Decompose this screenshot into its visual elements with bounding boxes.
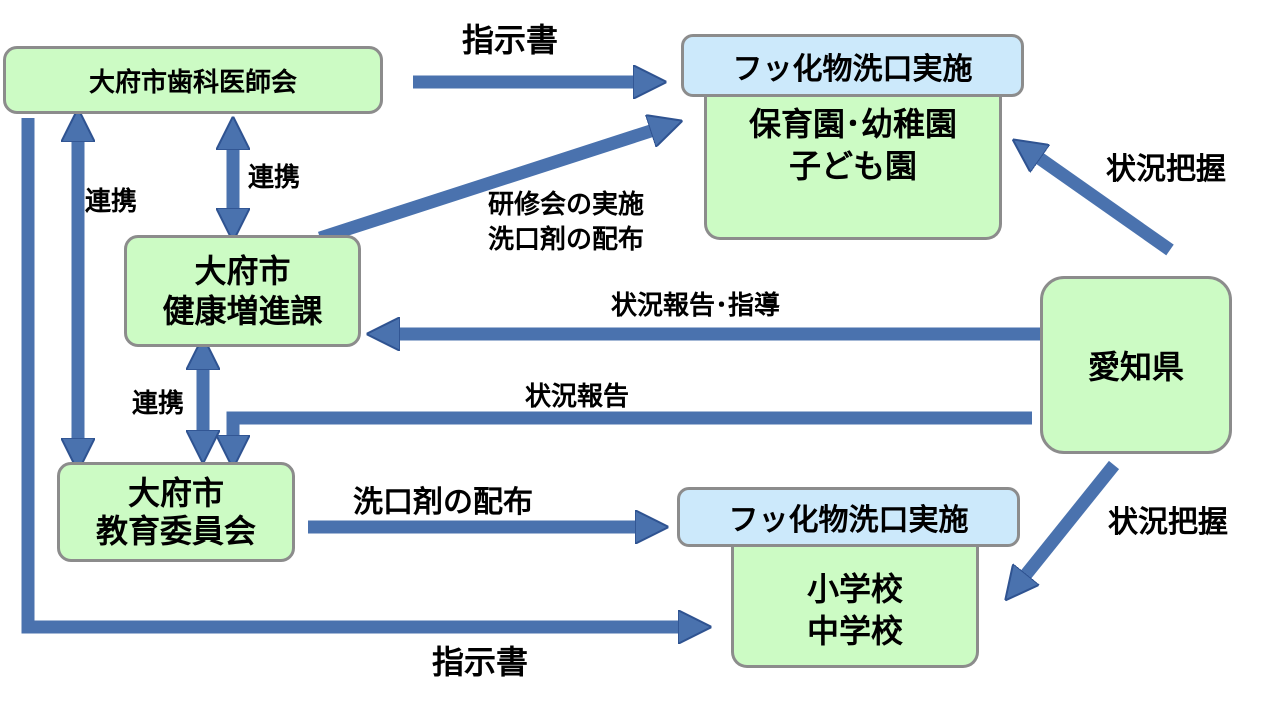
health-dept-box: 大府市 健康増進課 xyxy=(124,235,361,347)
schools-box: 小学校 中学校 xyxy=(731,542,979,668)
arrow-prefecture-to-nursery xyxy=(1032,153,1174,256)
prefecture-label: 愛知県 xyxy=(1087,348,1184,386)
label-training-line1: 研修会の実施 xyxy=(488,190,645,220)
fluoride-header-nursery: フッ化物洗口実施 xyxy=(681,34,1024,97)
health-dept-label-line2: 健康増進課 xyxy=(162,292,323,330)
arrow-health-to-nursery xyxy=(317,128,660,245)
label-monitor-1: 状況把握 xyxy=(1106,152,1226,187)
dental-association-label: 大府市歯科医師会 xyxy=(88,67,297,98)
label-training-line2: 洗口剤の配布 xyxy=(488,225,645,256)
schools-label-line2: 中学校 xyxy=(806,611,903,650)
arrow-dental-to-schools xyxy=(21,118,688,627)
education-board-label-line1: 大府市 xyxy=(127,473,224,512)
prefecture-box: 愛知県 xyxy=(1040,276,1232,454)
label-report-guidance: 状況報告･指導 xyxy=(611,291,781,321)
education-board-label-line2: 教育委員会 xyxy=(95,512,256,550)
label-monitor-2: 状況把握 xyxy=(1108,505,1228,540)
nursery-label-line1: 保育園･幼稚園 xyxy=(748,105,957,143)
dental-association-box: 大府市歯科医師会 xyxy=(3,46,383,114)
arrow-prefecture-to-education xyxy=(233,411,1032,445)
education-board-box: 大府市 教育委員会 xyxy=(57,462,295,562)
nursery-box: 保育園･幼稚園 子ども園 xyxy=(704,92,1002,240)
arrow-prefecture-to-schools xyxy=(1020,460,1120,582)
label-instruction-top: 指示書 xyxy=(462,21,559,59)
label-instruction-bottom: 指示書 xyxy=(432,643,529,681)
health-dept-label-line1: 大府市 xyxy=(194,252,291,290)
fluoride-header-schools: フッ化物洗口実施 xyxy=(677,487,1020,547)
label-report: 状況報告 xyxy=(525,382,630,412)
nursery-label-line2: 子ども園 xyxy=(788,146,917,185)
fluoride-header-nursery-label: フッ化物洗口実施 xyxy=(732,51,973,87)
fluoride-header-schools-label: フッ化物洗口実施 xyxy=(728,503,969,538)
schools-label-line1: 小学校 xyxy=(806,569,903,608)
label-training: 研修会の実施 洗口剤の配布 xyxy=(488,188,644,258)
label-distribution: 洗口剤の配布 xyxy=(353,485,533,520)
label-coop-3: 連携 xyxy=(132,389,185,419)
label-coop-2: 連携 xyxy=(85,187,138,217)
label-coop-1: 連携 xyxy=(248,163,301,193)
